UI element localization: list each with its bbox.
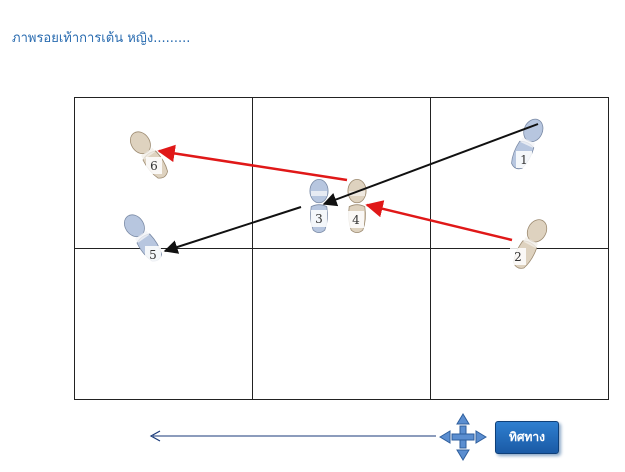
step-label: 5 [145, 246, 161, 263]
step-label: 4 [348, 211, 364, 228]
dance-floor-grid [74, 97, 609, 400]
svg-text:4: 4 [352, 213, 360, 227]
svg-text:6: 6 [150, 159, 158, 173]
grid-divider [75, 248, 608, 249]
step-path-arrow [157, 144, 348, 182]
step-label: 3 [311, 210, 327, 227]
step-label: 1 [516, 151, 532, 168]
step-path-arrow [365, 200, 513, 242]
footprint-icon [507, 115, 547, 173]
page-title: ภาพรอยเท้าการเต้น หญิง......... [12, 31, 191, 46]
footprint-icon [119, 210, 167, 266]
footprint-icon [125, 127, 173, 183]
step-label: 2 [510, 248, 526, 265]
direction-button[interactable]: ทิศทาง [495, 421, 559, 454]
svg-text:3: 3 [315, 212, 323, 226]
step-path-arrow [322, 123, 539, 207]
step-path-arrow [163, 206, 302, 254]
footprint-icon [309, 178, 329, 234]
direction-arrow-left-icon [149, 430, 436, 442]
svg-text:2: 2 [514, 250, 522, 264]
svg-text:5: 5 [149, 248, 157, 262]
svg-text:1: 1 [520, 153, 528, 167]
footprint-icon [509, 215, 551, 273]
footprint-icon [347, 178, 367, 234]
move-cross-icon[interactable] [439, 413, 487, 461]
step-label: 6 [146, 157, 162, 174]
